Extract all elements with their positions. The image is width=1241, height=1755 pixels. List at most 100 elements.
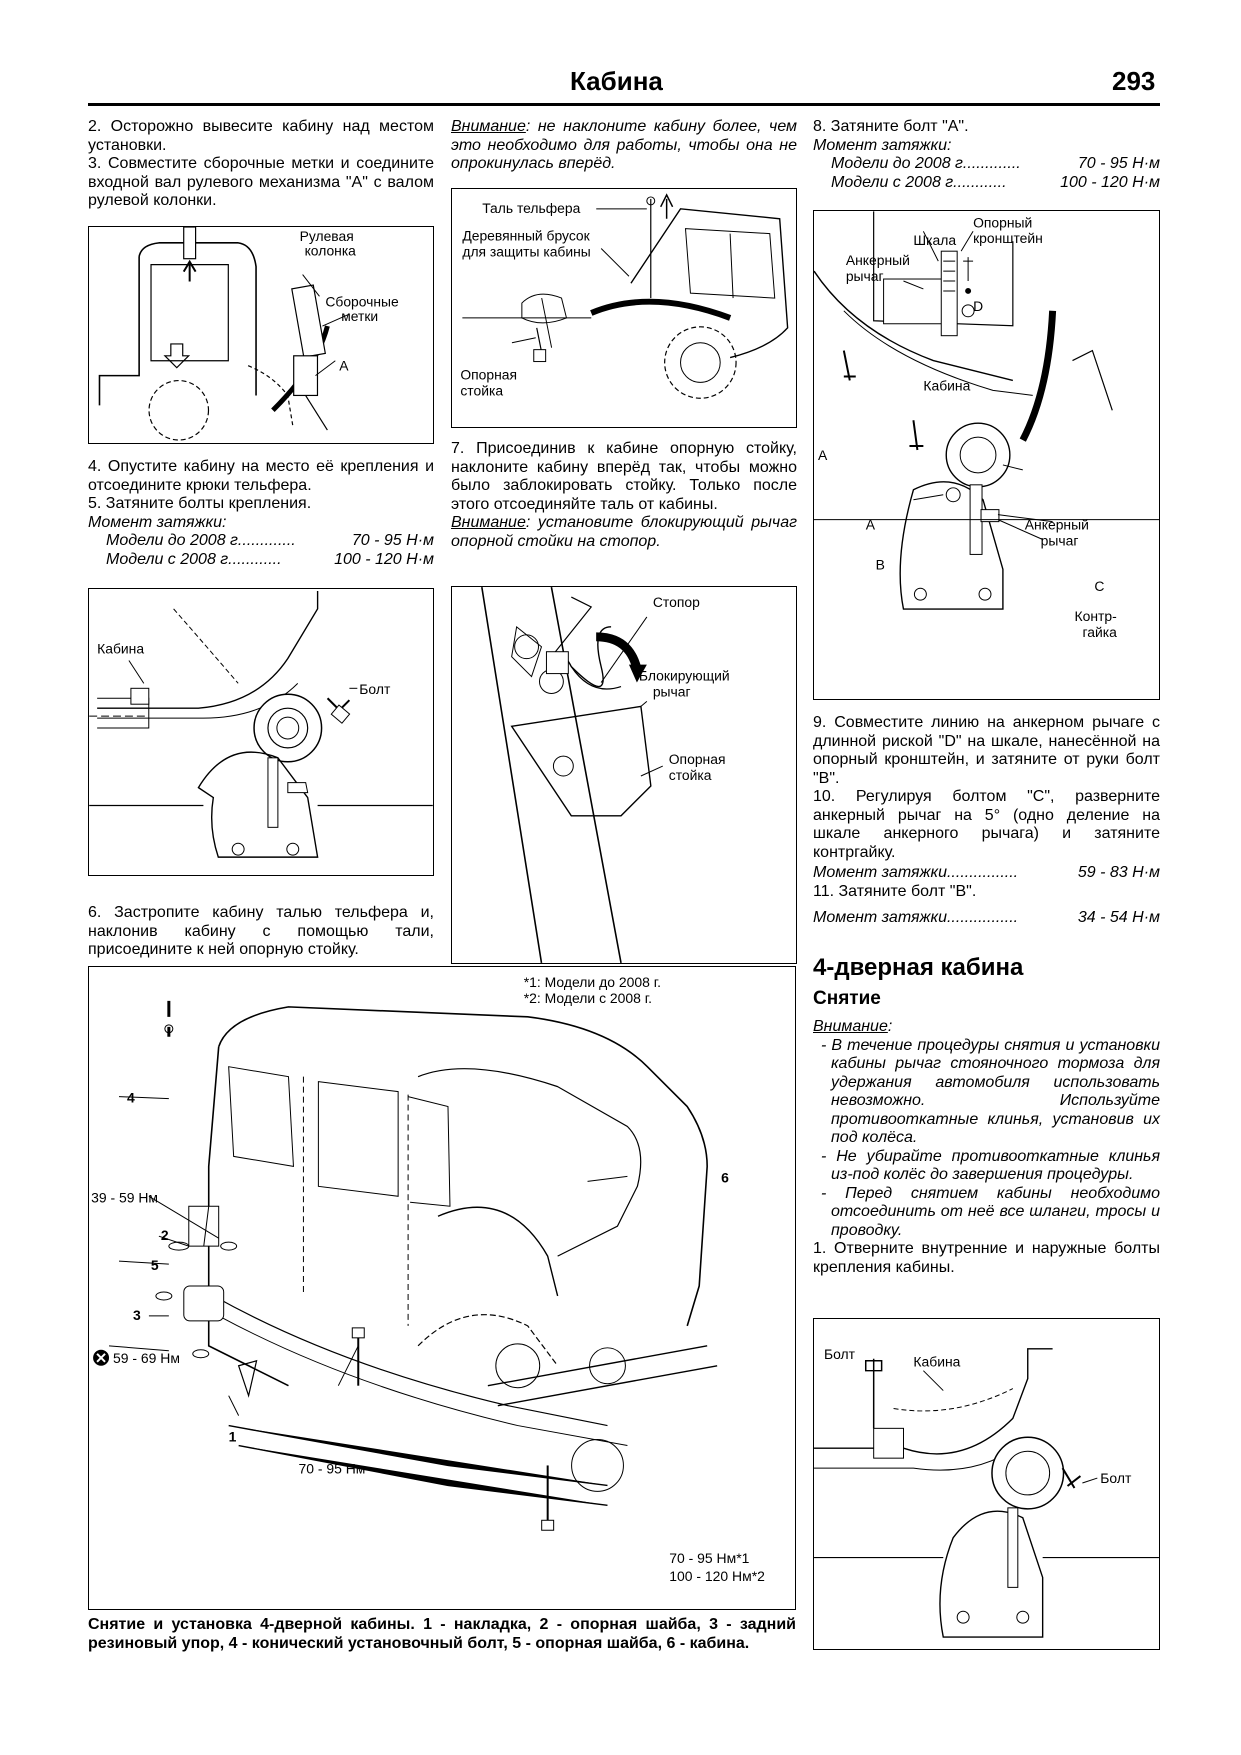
fig4-label-stand-1: Опорная [669,751,726,767]
fig5-label-cab: Кабина [923,377,970,393]
step-4: 4. Опустите кабину на место её крепления… [88,458,434,494]
fig5-label-anchor-1: Анкерный [1025,517,1089,533]
fig3-label-stand-1: Опорная [460,366,517,382]
torque-row-value: 70 - 95 Н·м [351,532,434,549]
warning2-word: Внимание [451,514,526,531]
figure-caption: Снятие и установка 4-дверной кабины. 1 -… [88,1616,796,1652]
bigfig-torque-d1: 70 - 95 Нм*1 [669,1550,749,1566]
fig1-label-a: A [339,358,349,374]
warning-item: - В течение процедуры снятия и установки… [821,1036,1160,1147]
torque-row-value: 70 - 95 Н·м [1077,155,1160,172]
fig4-label-lever-1: Блокирующий [639,668,730,684]
subsection-title: Снятие [813,988,881,1009]
page-title: Кабина [570,66,663,96]
fig5-label-nut-1: Контр- [1074,608,1117,624]
figure-steering-column: Рулевая колонка Сборочные метки A [88,226,434,444]
step-7: 7. Присоединив к кабине опорную стойку, … [451,440,797,513]
step-8: 8. Затяните болт "А". [813,118,969,135]
fig2-label-bolt: Болт [359,681,391,697]
warning-item: - Перед снятием кабины необходимо отсоед… [821,1184,1160,1239]
torque-row: Модели до 2008 г............. 70 - 95 Н·… [88,532,434,551]
torque-row-label: Модели до 2008 г............. [106,532,296,549]
torque-row-value: 100 - 120 Н·м [334,550,434,568]
fig5-label-nut-2: гайка [1082,624,1117,640]
fig6-label-bolt1: Болт [824,1346,856,1362]
bigfig-torque-a: 39 - 59 Нм [91,1189,158,1205]
bigfig-torque-d2: 100 - 120 Нм*2 [669,1568,765,1584]
step-3: 3. Совместите сборочные метки и соединит… [88,155,434,209]
fig1-label-column-1: Рулевая [300,228,354,244]
warning3-word: Внимание [813,1018,888,1035]
figure-4door-cab: *1: Модели до 2008 г. *2: Модели с 2008 … [88,966,796,1610]
step-5: 5. Затяните болты крепления. [88,495,312,512]
step-10: 10. Регулируя болтом "С", разверните анк… [813,788,1160,861]
fig5-label-b: B [876,556,885,572]
fig1-label-column-2: колонка [305,243,357,259]
bigfig-label-3: 3 [133,1307,141,1323]
figure-hoist: Таль тельфера Деревянный брусок для защи… [451,188,797,428]
bigfig-note-1: *1: Модели до 2008 г. [524,974,661,990]
fig6-label-cab: Кабина [913,1354,960,1370]
warning-item: - Не убирайте противооткатные клинья из-… [821,1147,1160,1184]
figure-cab-mount: Кабина Болт [88,588,434,876]
fig4-label-lever-2: рычаг [653,683,691,699]
torque-row: Модели с 2008 г............ 100 - 120 Н·… [88,551,434,570]
col3-warnings: Внимание: - В течение процедуры снятия и… [813,1018,1160,1276]
warning-word: Внимание [451,118,526,135]
col1-intro: 2. Осторожно вывесите кабину над местом … [88,118,434,211]
fig5-label-anchor-top-2: рычаг [846,268,884,284]
fig5-label-anchor-top-1: Анкерный [846,252,910,268]
fig5-label-d: D [973,298,983,314]
fig4-label-stand-2: стойка [669,767,712,783]
bigfig-label-5: 5 [151,1257,159,1273]
torque-title-1: Момент затяжки: [88,513,227,531]
torque-row: Модели с 2008 г............ 100 - 120 Н·… [813,174,1160,193]
col3-steps-9-11: 9. Совместите линию на анкерном рычаге с… [813,714,1160,928]
step-6-block: 6. Застропите кабину талью тельфера и, н… [88,904,434,960]
torque-row: Модели до 2008 г............. 70 - 95 Н·… [813,155,1160,174]
col3-step8: 8. Затяните болт "А". Момент затяжки: Мо… [813,118,1160,192]
torque-row-label: Модели с 2008 г............ [106,550,282,568]
bigfig-torque-b: 59 - 69 Нм [113,1350,180,1366]
fig5-label-scale: Шкала [913,232,956,248]
col2-step7: 7. Присоединив к кабине опорную стойку, … [451,440,797,551]
fig2-label-cab: Кабина [97,641,144,657]
step-6: 6. Застропите кабину талью тельфера и, н… [88,904,434,958]
bigfig-label-2: 2 [161,1227,169,1243]
fig6-label-bolt2: Болт [1100,1470,1132,1486]
fig3-label-stand-2: стойка [460,382,503,398]
step-11: 11. Затяните болт "В". [813,882,977,900]
fig3-label-block-1: Деревянный брусок [462,228,590,244]
bigfig-label-4: 4 [127,1090,135,1106]
figure-cab-bolts: Болт Кабина Болт [813,1318,1160,1650]
fig4-label-stop: Стопор [653,594,700,610]
fig1-label-marks-1: Сборочные [325,293,399,309]
step-9: 9. Совместите линию на анкерном рычаге с… [813,714,1160,787]
fig5-label-anchor-2: рычаг [1041,532,1079,548]
torque-title-3: Момент затяжки: [813,136,952,154]
torque-row-label: Модели до 2008 г............. [831,155,1021,172]
figure-anchor-lever: Опорный кронштейн Шкала Анкерный рычаг D… [813,210,1160,700]
torque-row-value: 100 - 120 Н·м [1060,173,1160,191]
torque-step10: Момент затяжки................ 59 - 83 Н… [813,864,1160,881]
figure-lock-lever: Стопор Блокирующий рычаг Опорная стойка [451,586,797,964]
section-title: 4-дверная кабина [813,954,1024,981]
fig3-label-hoist: Таль тельфера [482,200,580,216]
col2-warning: Внимание: не наклоните кабину более, чем… [451,118,797,174]
col1-steps-4-5: 4. Опустите кабину на место её крепления… [88,458,434,569]
warning2-text: : установите блокирующий рычаг опорной с… [451,514,797,550]
fig5-label-bracket-2: кронштейн [973,230,1043,246]
fig5-label-a2: A [866,517,876,533]
bigfig-note-2: *2: Модели с 2008 г. [524,990,652,1006]
fig1-label-marks-2: метки [341,308,378,324]
bigfig-torque-c: 70 - 95 Нм [298,1460,365,1476]
page-number: 293 [1112,66,1156,96]
fig3-label-block-2: для защиты кабины [462,243,590,259]
fig5-label-a1: A [818,447,828,463]
step-1: 1. Отверните внутренние и наружные болты… [813,1240,1160,1276]
bigfig-label-1: 1 [229,1429,237,1445]
warning-text: : не наклоните кабину более, чем это нео… [451,118,797,172]
header-rule [88,103,1160,106]
fig5-label-c: C [1094,578,1104,594]
fig5-label-bracket-1: Опорный [973,214,1032,230]
